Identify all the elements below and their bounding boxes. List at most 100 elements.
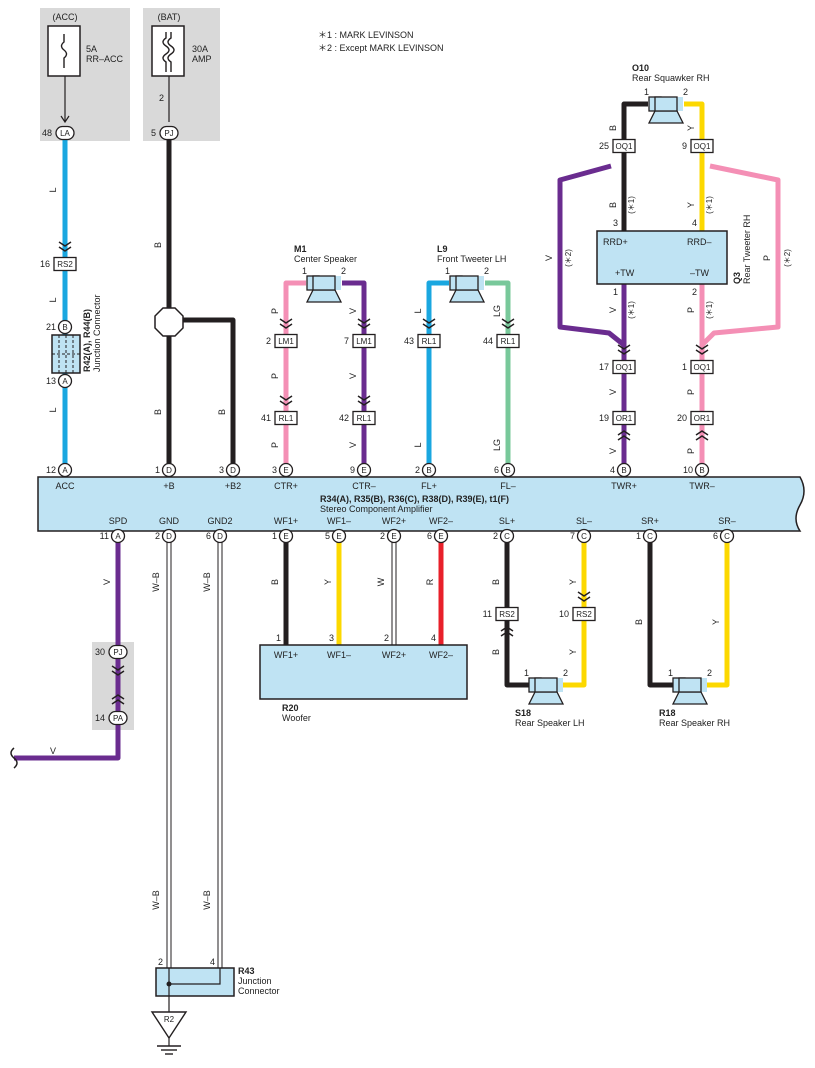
label-o10-y2: Y — [686, 202, 696, 208]
amp-top-label-2: +B2 — [225, 481, 241, 491]
conn-lm1-2-pin: 2 — [266, 336, 271, 346]
amp-bot-label-8: SL– — [576, 516, 592, 526]
r18-pin1: 1 — [668, 668, 673, 678]
conn-rl1-44-pin: 44 — [483, 336, 493, 346]
m1-id: M1 — [294, 244, 307, 254]
r18-id: R18 — [659, 708, 676, 718]
label-ctr-v2: V — [348, 373, 358, 379]
wire-o10-yellow — [684, 101, 705, 233]
chevron-or1-19 — [617, 430, 631, 441]
chevron-oq1-17 — [617, 344, 631, 355]
amp-top-label-0: ACC — [55, 481, 75, 491]
conn-lm1-7-name: LM1 — [356, 337, 372, 346]
label-gnd-wb1: W–B — [151, 572, 161, 592]
amp-bot-pin-7-num: 2 — [493, 531, 498, 541]
amp-top-pin-7-num: 4 — [610, 465, 615, 475]
woofer-id: R20 — [282, 703, 299, 713]
label-fl-lg2: LG — [492, 439, 502, 451]
amp-top-pin-2-letter: D — [230, 466, 236, 475]
wire-sr-plus-black — [647, 540, 673, 688]
amp-bot-pin-4: E5 — [325, 528, 347, 544]
conn-rl1-44-name: RL1 — [501, 337, 516, 346]
amp-bot-label-4: WF1– — [327, 516, 351, 526]
junction-r42-r44: R42(A), R44(B) Junction Connector — [51, 294, 102, 374]
amp-top-pin-4: E9 — [350, 462, 372, 478]
conn-oq1-1-name: OQ1 — [694, 363, 711, 372]
chevron-rl1-b — [357, 395, 371, 406]
label-wf-y: Y — [323, 579, 333, 585]
junction-pin-bot: A13 — [46, 373, 73, 389]
m1-pin1: 1 — [302, 266, 307, 276]
fuse-acc-source: (ACC) — [53, 12, 78, 22]
amp-bot-pin-5-letter: E — [391, 532, 396, 541]
junction-pin-top: B21 — [46, 319, 73, 335]
conn-pj-5: PJ5 — [151, 125, 179, 141]
amp-bot-pin-5-num: 2 — [380, 531, 385, 541]
label-sr-b: B — [634, 619, 644, 625]
amplifier-name: Stereo Component Amplifier — [320, 504, 433, 514]
amp-top-pin-1-letter: D — [166, 466, 172, 475]
amp-bot-pin-0: A11 — [100, 528, 126, 544]
ground-id: R2 — [164, 1015, 175, 1024]
fuse-acc-name: RR–ACC — [86, 54, 124, 64]
conn-rs2-11-name: RS2 — [499, 610, 515, 619]
conn-rs2-16-pin: 16 — [40, 259, 50, 269]
conn-or1-19-pin: 19 — [599, 413, 609, 423]
woofer-pin-num-3: 4 — [431, 633, 436, 643]
amp-top-pin-2: D3 — [219, 462, 241, 478]
conn-la-num: 48 — [42, 128, 52, 138]
wire-gnd-wb — [166, 540, 223, 968]
wire-fl-minus-lg — [485, 280, 511, 466]
amplifier-box — [37, 476, 805, 532]
amp-top-label-1: +B — [163, 481, 174, 491]
amp-top-label-5: FL+ — [421, 481, 437, 491]
label-acc-l2: L — [48, 297, 58, 302]
o10-pin2: 2 — [683, 87, 688, 97]
wire-sl-plus-black — [504, 540, 529, 688]
q3-rrd-plus: RRD+ — [603, 237, 628, 247]
label-q3-p3: P — [686, 448, 696, 454]
amp-top-pin-0-num: 12 — [46, 465, 56, 475]
label-sl-y2: Y — [568, 649, 578, 655]
label-bypass-p: P — [762, 255, 772, 261]
mark-o10-b: (＊1) — [627, 196, 636, 214]
wire-b2-black — [169, 317, 236, 466]
l9-pin1: 1 — [445, 266, 450, 276]
label-fl-lg1: LG — [492, 305, 502, 317]
amp-bot-pin-3-letter: E — [283, 532, 288, 541]
junction-pin-top-letter: B — [62, 323, 67, 332]
amp-bot-label-6: WF2– — [429, 516, 453, 526]
mark-bypass-v: (＊2) — [564, 249, 573, 267]
woofer-pin-label-2: WF2+ — [382, 650, 406, 660]
amp-top-pin-1: D1 — [155, 462, 177, 478]
amp-bot-pin-10-num: 6 — [713, 531, 718, 541]
amp-top-pin-0: A12 — [46, 462, 73, 478]
chevron-pa — [111, 694, 125, 705]
amp-bot-label-5: WF2+ — [382, 516, 406, 526]
r43-l2: Connector — [238, 986, 280, 996]
amp-bot-pin-2-letter: D — [217, 532, 223, 541]
amp-bot-pin-10: C6 — [713, 528, 735, 544]
amp-bot-pin-7: C2 — [493, 528, 515, 544]
label-o10-y1: Y — [686, 125, 696, 131]
amp-top-label-4: CTR– — [352, 481, 376, 491]
fuse-bat: (BAT) 30A AMP 2 — [151, 12, 212, 122]
woofer-pin-num-0: 1 — [276, 633, 281, 643]
amp-top-pin-1-num: 1 — [155, 465, 160, 475]
o10-pin1: 1 — [644, 87, 649, 97]
q3-pin2: 2 — [692, 287, 697, 297]
conn-lm1-2-name: LM1 — [278, 337, 294, 346]
conn-la-letter: LA — [60, 129, 70, 138]
r43-l1: Junction — [238, 976, 272, 986]
label-gnd-wb2: W–B — [202, 572, 212, 592]
label-sr-y: Y — [711, 619, 721, 625]
